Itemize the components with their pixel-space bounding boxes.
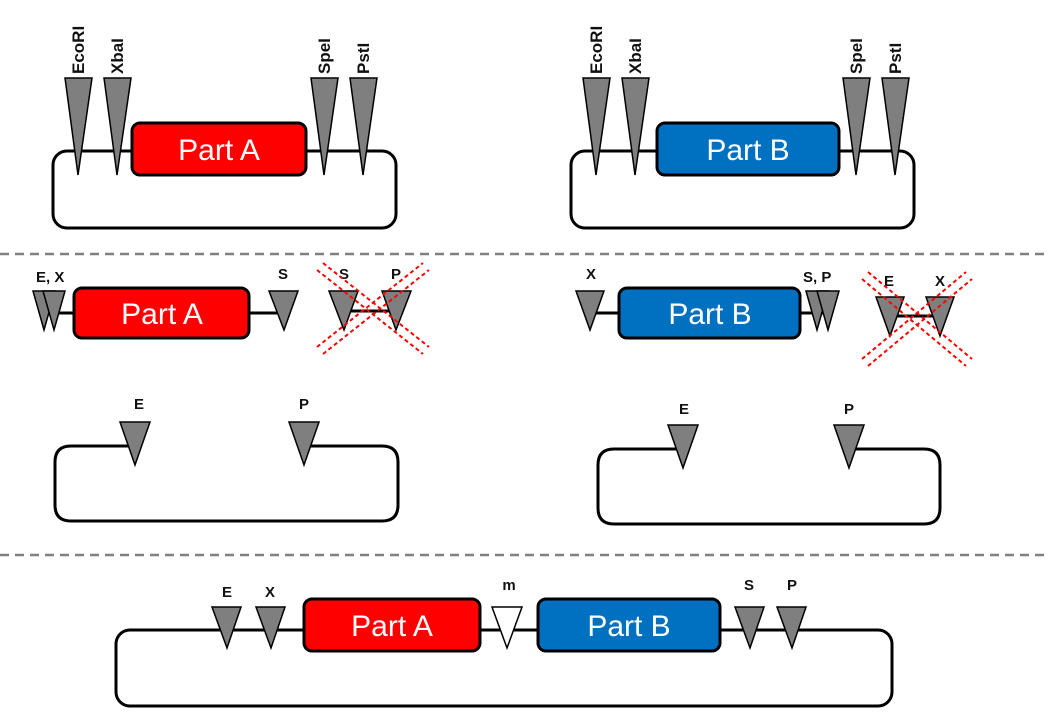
psti-site-marker xyxy=(349,77,378,176)
psti-site-marker xyxy=(832,424,866,471)
ecori-label: EcoRI xyxy=(587,26,606,74)
ex-site-label: E, X xyxy=(36,269,64,286)
spei-site-marker xyxy=(267,290,300,333)
part-a-box xyxy=(130,121,308,177)
spei-site-marker xyxy=(733,606,766,651)
part-a-box xyxy=(72,286,251,340)
part-b-box xyxy=(536,597,722,653)
cross-out-mark xyxy=(861,271,973,367)
p-site-label: P xyxy=(787,577,797,594)
e-site-label: E xyxy=(679,401,689,418)
ecori-site-marker xyxy=(666,424,700,471)
xbai-label: XbaI xyxy=(108,38,127,74)
psti-site-marker xyxy=(287,421,321,468)
p-site-label: P xyxy=(299,396,309,413)
part-a-label: Part A xyxy=(351,610,433,643)
top-left-plasmid: Part A EcoRI XbaI SpeI PstI xyxy=(51,26,398,230)
s-site-label: S xyxy=(339,266,349,283)
p-site-label: P xyxy=(844,401,854,418)
e-site-label: E xyxy=(884,273,894,290)
m-site-label: m xyxy=(502,577,515,594)
middle-right-discarded-fragment: E X xyxy=(861,271,973,367)
psti-site-marker xyxy=(881,77,910,176)
xbai-label: XbaI xyxy=(626,38,645,74)
ecori-site-marker xyxy=(210,606,243,651)
composite-plasmid: Part A Part B E X m S P xyxy=(114,577,894,708)
part-a-box xyxy=(302,597,482,653)
psti-label: PstI xyxy=(354,43,373,74)
backbone-line xyxy=(596,447,942,526)
spei-label: SpeI xyxy=(315,38,334,74)
e-site-label: E xyxy=(134,396,144,413)
part-b-box xyxy=(655,121,841,177)
top-right-plasmid: Part B EcoRI XbaI SpeI PstI xyxy=(569,26,916,230)
xbai-site-marker xyxy=(254,606,287,651)
middle-left-backbone: E P xyxy=(53,396,400,523)
psti-label: PstI xyxy=(886,43,905,74)
cross-out-mark xyxy=(316,262,430,355)
middle-left-insert: Part A E, X S xyxy=(32,266,300,340)
s-site-label: S xyxy=(744,577,754,594)
e-site-label: E xyxy=(222,584,232,601)
ecori-site-marker xyxy=(64,77,93,176)
sp-site-label: S, P xyxy=(803,269,831,286)
x-site-label: X xyxy=(586,266,596,283)
ecori-site-marker xyxy=(118,421,152,468)
spei-site-marker xyxy=(327,290,360,333)
psti-site-marker xyxy=(775,606,808,651)
xbai-site-marker xyxy=(924,296,956,339)
middle-left-discarded-fragment: S P xyxy=(316,262,430,355)
part-b-label: Part B xyxy=(587,610,670,643)
ecori-site-marker xyxy=(582,77,611,176)
spei-psti-site-marker-front xyxy=(816,290,840,333)
part-b-label: Part B xyxy=(668,298,751,331)
ecori-site-marker xyxy=(874,296,906,339)
part-b-label: Part B xyxy=(706,134,789,167)
spei-site-marker xyxy=(310,77,339,176)
p-site-label: P xyxy=(391,266,401,283)
middle-right-backbone: E P xyxy=(596,401,942,526)
spei-site-marker xyxy=(842,77,871,176)
x-site-label: X xyxy=(265,584,275,601)
part-a-label: Part A xyxy=(178,134,260,167)
x-site-label: X xyxy=(935,273,945,290)
middle-right-insert: Part B X S, P xyxy=(574,266,840,340)
part-a-label: Part A xyxy=(121,298,203,331)
mixed-scar-marker xyxy=(490,606,524,651)
spei-label: SpeI xyxy=(847,38,866,74)
ecori-label: EcoRI xyxy=(69,26,88,74)
backbone-line xyxy=(53,444,400,523)
xbai-site-marker xyxy=(103,77,132,176)
s-site-label: S xyxy=(278,266,288,283)
xbai-site-marker xyxy=(574,290,606,333)
ecori-xbai-site-marker-front xyxy=(42,290,66,333)
part-b-box xyxy=(617,286,802,340)
xbai-site-marker xyxy=(621,77,650,176)
